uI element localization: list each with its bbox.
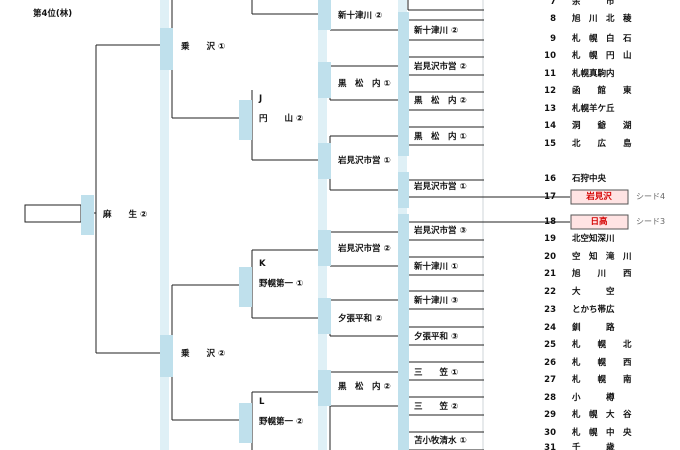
team-number: 14 (544, 121, 556, 131)
column-band (318, 0, 327, 450)
team-number: 27 (544, 375, 556, 385)
match-label: 岩見沢市営 ② (413, 61, 467, 72)
team-name: 石狩中央 (571, 173, 607, 184)
team-number: 12 (544, 86, 556, 96)
team-number: 18 (544, 217, 556, 227)
seed-label: シード3 (636, 217, 665, 226)
team-name: 函 館 東 (572, 85, 632, 96)
team-number: 13 (544, 104, 556, 114)
team-number: 25 (544, 340, 556, 350)
team-name: 北空知深川 (572, 233, 615, 244)
match-label: 円 山 ② (259, 113, 303, 124)
team-number: 10 (544, 51, 556, 61)
team-number: 23 (544, 305, 556, 315)
match-label: 三 笠 ② (414, 401, 458, 412)
team-number: 11 (544, 69, 556, 79)
team-number: 30 (544, 428, 556, 438)
seed-box-17 (570, 189, 629, 205)
team-name: 札 幌 西 (571, 357, 632, 368)
team-name: 札 幌 南 (571, 374, 632, 385)
bracket-letter: J (258, 94, 262, 104)
team-number: 26 (544, 358, 556, 368)
team-number: 7 (550, 0, 556, 7)
bracket-letter: K (259, 259, 266, 269)
team-number: 21 (544, 269, 556, 279)
match-label: 黒 松 内 ② (338, 381, 391, 392)
team-name: 日高 (590, 216, 608, 227)
match-label: 新十津川 ② (414, 25, 458, 36)
team-number: 20 (544, 252, 556, 262)
match-label: 三 笠 ① (414, 367, 458, 378)
match-label: 岩見沢市営 ① (337, 155, 391, 166)
match-label: 黒 松 内 ② (414, 95, 467, 106)
team-number: 28 (544, 393, 556, 403)
team-name: 札幌羊ケ丘 (571, 103, 615, 114)
match-label: 黒 松 内 ① (414, 131, 467, 142)
final-box (24, 204, 82, 223)
match-label: 新十津川 ① (414, 261, 458, 272)
team-name: 岩見沢 (585, 191, 612, 202)
team-name: 札幌真駒内 (571, 68, 615, 79)
match-label: 黒 松 内 ① (338, 78, 391, 89)
team-number: 16 (544, 174, 556, 184)
match-label: 夕張平和 ② (338, 313, 382, 324)
match-label: 岩見沢市営 ② (337, 243, 391, 254)
team-name: 札 幌 円 山 (571, 50, 632, 61)
team-number: 29 (544, 410, 556, 420)
team-name: 北 広 島 (572, 138, 632, 149)
column-band (160, 0, 169, 450)
team-name: 札 幌 大 谷 (571, 409, 632, 420)
team-name: 洞 爺 湖 (572, 120, 632, 131)
team-name: とかち帯広 (572, 304, 615, 315)
team-name: 大 空 (572, 286, 615, 297)
seed-box-18 (570, 214, 629, 230)
team-number: 24 (544, 323, 556, 333)
match-label: 新十津川 ③ (414, 295, 458, 306)
team-number: 8 (550, 14, 556, 24)
match-label: 乗 沢 ② (180, 348, 225, 359)
match-label: 新十津川 ② (338, 10, 382, 21)
match-label: 岩見沢市営 ① (413, 181, 467, 192)
team-name: 札 幌 白 石 (571, 33, 632, 44)
team-name: 札 幌 中 央 (571, 427, 632, 438)
team-name: 千 歳 (572, 442, 615, 450)
match-label: 岩見沢市営 ③ (413, 225, 467, 236)
bracket-lines (24, 0, 570, 450)
seed-label: シード4 (636, 192, 665, 201)
team-name: 釧 路 (572, 322, 615, 333)
team-number: 31 (544, 443, 556, 450)
team-number: 19 (544, 234, 556, 244)
match-label: 野幌第一 ① (259, 278, 303, 289)
team-number: 9 (550, 34, 556, 44)
team-list: 7 余 市 8 旭 川 北 稜 9 札 幌 白 石 10 札 幌 円 山 11 札幌真駒内 12 函 … (544, 0, 665, 450)
match-label: 乗 沢 ① (180, 41, 225, 52)
page-title: 第4位(林) (33, 8, 72, 19)
team-name: 小 樽 (571, 392, 615, 403)
match-label: 夕張平和 ③ (414, 331, 458, 342)
team-name: 余 市 (571, 0, 615, 7)
bracket-letter: L (259, 397, 265, 407)
team-name: 札 幌 北 (571, 339, 632, 350)
team-name: 旭 川 西 (571, 268, 632, 279)
band-blocks (81, 0, 409, 450)
team-name: 旭 川 北 稜 (571, 13, 632, 24)
match-label: 苫小牧清水 ① (414, 435, 467, 446)
team-number: 15 (544, 139, 556, 149)
match-label: 野幌第一 ② (259, 416, 303, 427)
match-label: 麻 生 ② (102, 209, 147, 220)
team-name: 空 知 滝 川 (572, 251, 632, 262)
team-number: 17 (544, 192, 556, 202)
team-number: 22 (544, 287, 556, 297)
